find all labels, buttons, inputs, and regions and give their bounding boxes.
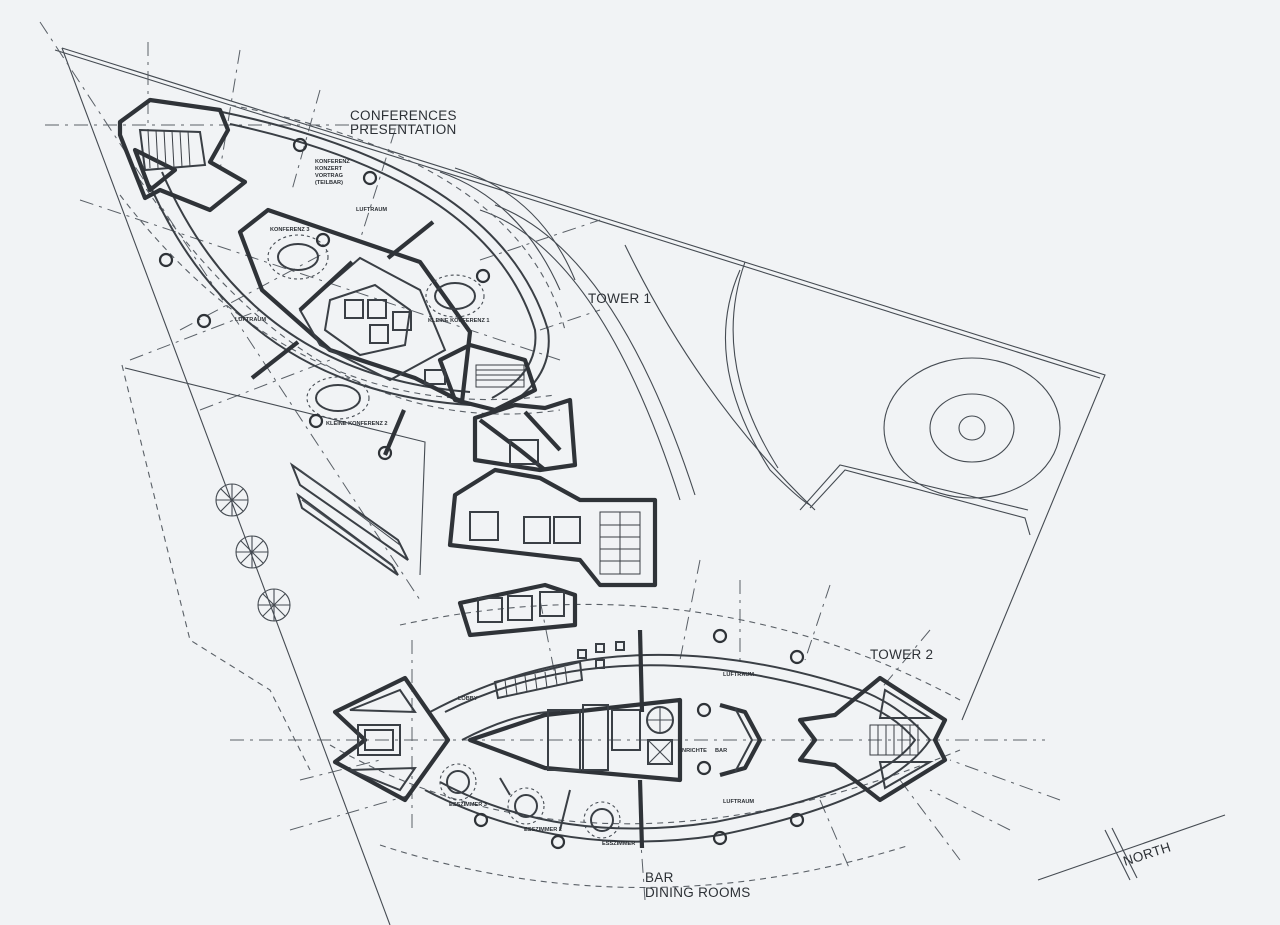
- luftraum-tower2-top-label: LUFTRAUM: [723, 672, 754, 678]
- tower1-label: TOWER 1: [588, 291, 651, 306]
- tower1-conference-block: [237, 207, 473, 456]
- esszimmer-2-label: ESSZIMMER 2: [524, 827, 562, 833]
- tower2-label: TOWER 2: [870, 647, 933, 662]
- presentation-label: PRESENTATION: [350, 122, 457, 137]
- konferenz-hall-label-3: VORTRAG: [315, 173, 343, 179]
- kleine-konferenz-2-label: KLEINE KONFERENZ 2: [326, 421, 388, 427]
- conference-tables: [267, 234, 485, 420]
- konferenz-hall-label-1: KONFERENZ: [315, 159, 350, 165]
- columns: [158, 137, 805, 850]
- conferences-label: CONFERENCES: [350, 108, 457, 123]
- dining-rooms-label: DINING ROOMS: [645, 885, 751, 900]
- central-core: [447, 397, 658, 638]
- tower1-south-core: [424, 342, 538, 413]
- luftraum-left-label: LUFTRAUM: [235, 317, 266, 323]
- luftraum-tower2-bottom-label: LUFTRAUM: [723, 799, 754, 805]
- esszimmer-label: ESSZIMMER: [602, 841, 635, 847]
- ramps: [289, 462, 409, 576]
- north-arrow: [1037, 814, 1226, 881]
- tower2-east-core: [797, 675, 948, 803]
- dining-tables: [439, 763, 621, 839]
- konferenz-hall-label-4: (TEILBAR): [315, 180, 343, 186]
- bar-small-label: BAR: [715, 748, 727, 754]
- tower2-stairs: [493, 641, 625, 700]
- axis-lines: [39, 21, 1061, 901]
- tower1-north-core: [117, 97, 248, 213]
- lobby-label: LOBBY: [458, 696, 478, 702]
- round-plaza: [883, 357, 1061, 499]
- luftraum-top-label: LUFTRAUM: [356, 207, 387, 213]
- anrichte-label: ANRICHTE: [678, 748, 707, 754]
- konferenz-hall-label-2: KONZERT: [315, 166, 343, 172]
- kleine-konferenz-1-label: KLEINE KONFERENZ 1: [428, 318, 490, 324]
- konferenz-3-label: KONFERENZ 3: [270, 227, 309, 233]
- tower2-center-core: [467, 629, 763, 849]
- north-label: NORTH: [1121, 839, 1172, 868]
- bar-label: BAR: [645, 870, 674, 885]
- site-boundary: [54, 47, 1106, 925]
- tower2-west-core: [332, 675, 451, 803]
- trees: [215, 483, 291, 622]
- esszimmer-3-label: ESSZIMMER 3: [449, 802, 487, 808]
